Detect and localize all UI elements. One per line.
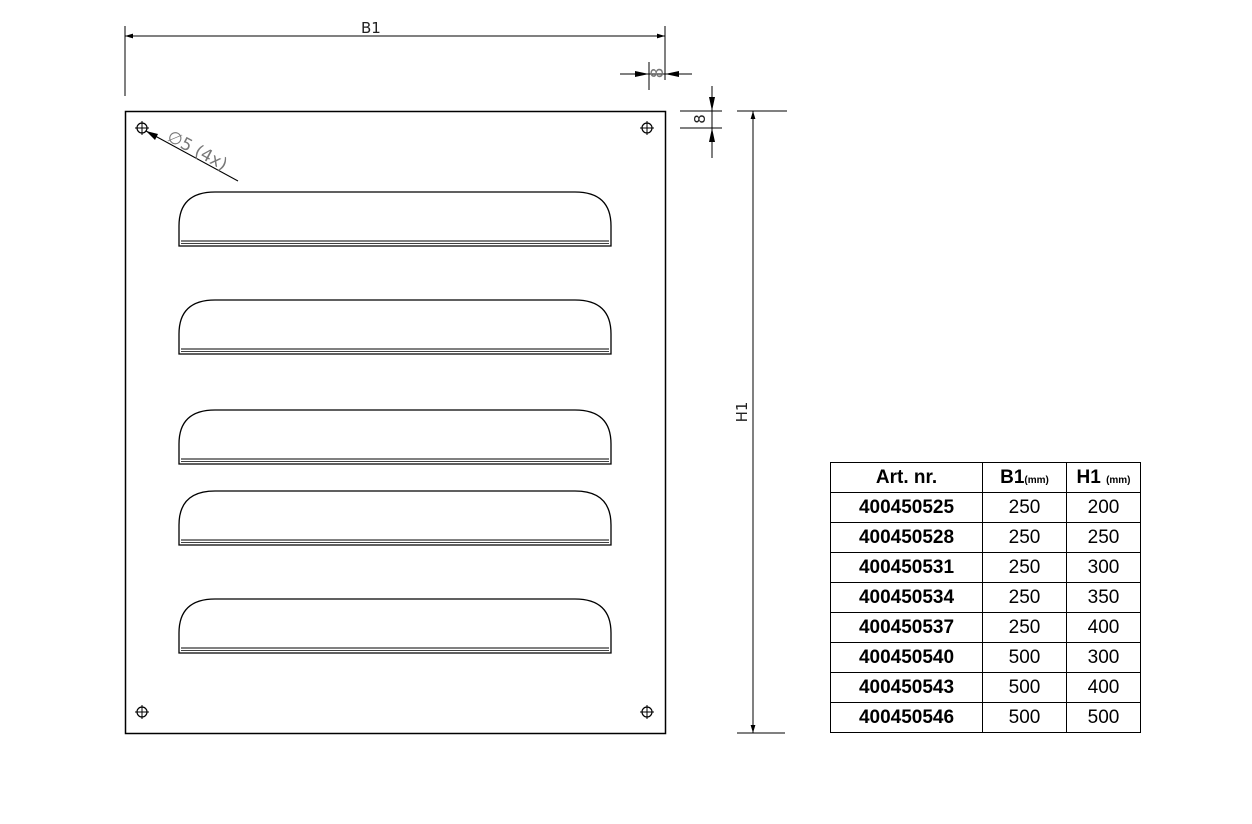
height-dimension: H1 <box>733 110 787 734</box>
louvre <box>178 598 612 654</box>
side-margin-label: 8 <box>648 68 668 79</box>
b1-cell: 250 <box>982 582 1067 613</box>
h1-cell: 400 <box>1066 612 1141 643</box>
louvre <box>178 490 612 546</box>
art-nr-cell: 400450540 <box>830 642 983 673</box>
b1-cell: 500 <box>982 702 1067 733</box>
table-row: 400450534 250 350 <box>830 582 1141 613</box>
b1-cell: 250 <box>982 612 1067 643</box>
dimensions-table: Art. nr. B1(mm) H1 (mm) 400450525 250 20… <box>830 462 1141 733</box>
art-nr-cell: 400450525 <box>830 492 983 523</box>
column-header-art-nr: Art. nr. <box>830 462 983 493</box>
top-margin-label: 8 <box>691 114 709 124</box>
table-row: 400450537 250 400 <box>830 612 1141 643</box>
h1-cell: 300 <box>1066 642 1141 673</box>
art-nr-cell: 400450531 <box>830 552 983 583</box>
height-label: H1 <box>733 402 751 423</box>
table-row: 400450525 250 200 <box>830 492 1141 523</box>
louvre <box>178 191 612 247</box>
b1-cell: 250 <box>982 552 1067 583</box>
table-row: 400450546 500 500 <box>830 702 1141 733</box>
table-header-row: Art. nr. B1(mm) H1 (mm) <box>830 462 1141 493</box>
art-nr-cell: 400450546 <box>830 702 983 733</box>
h1-cell: 300 <box>1066 552 1141 583</box>
table-row: 400450543 500 400 <box>830 672 1141 703</box>
width-label: B1 <box>361 19 381 37</box>
mounting-hole <box>640 121 654 135</box>
h1-cell: 400 <box>1066 672 1141 703</box>
mounting-hole <box>135 121 149 135</box>
width-dimension: B1 <box>124 19 666 96</box>
table-row: 400450528 250 250 <box>830 522 1141 553</box>
h1-cell: 200 <box>1066 492 1141 523</box>
louvre <box>178 299 612 355</box>
h1-cell: 350 <box>1066 582 1141 613</box>
louvre <box>178 409 612 465</box>
b1-cell: 500 <box>982 672 1067 703</box>
table-row: 400450531 250 300 <box>830 552 1141 583</box>
b1-cell: 500 <box>982 642 1067 673</box>
b1-cell: 250 <box>982 492 1067 523</box>
unit-label: (mm) <box>1024 474 1049 486</box>
mounting-hole <box>640 705 654 719</box>
art-nr-cell: 400450534 <box>830 582 983 613</box>
column-header-h1: H1 (mm) <box>1066 462 1141 493</box>
column-header-b1: B1(mm) <box>982 462 1067 493</box>
side-margin-dimension: 8 <box>620 62 692 90</box>
table-row: 400450540 500 300 <box>830 642 1141 673</box>
art-nr-cell: 400450543 <box>830 672 983 703</box>
b1-cell: 250 <box>982 522 1067 553</box>
art-nr-cell: 400450528 <box>830 522 983 553</box>
h1-cell: 250 <box>1066 522 1141 553</box>
unit-label: (mm) <box>1106 474 1131 486</box>
top-margin-dimension: 8 <box>680 86 722 158</box>
h1-cell: 500 <box>1066 702 1141 733</box>
art-nr-cell: 400450537 <box>830 612 983 643</box>
mounting-hole <box>135 705 149 719</box>
